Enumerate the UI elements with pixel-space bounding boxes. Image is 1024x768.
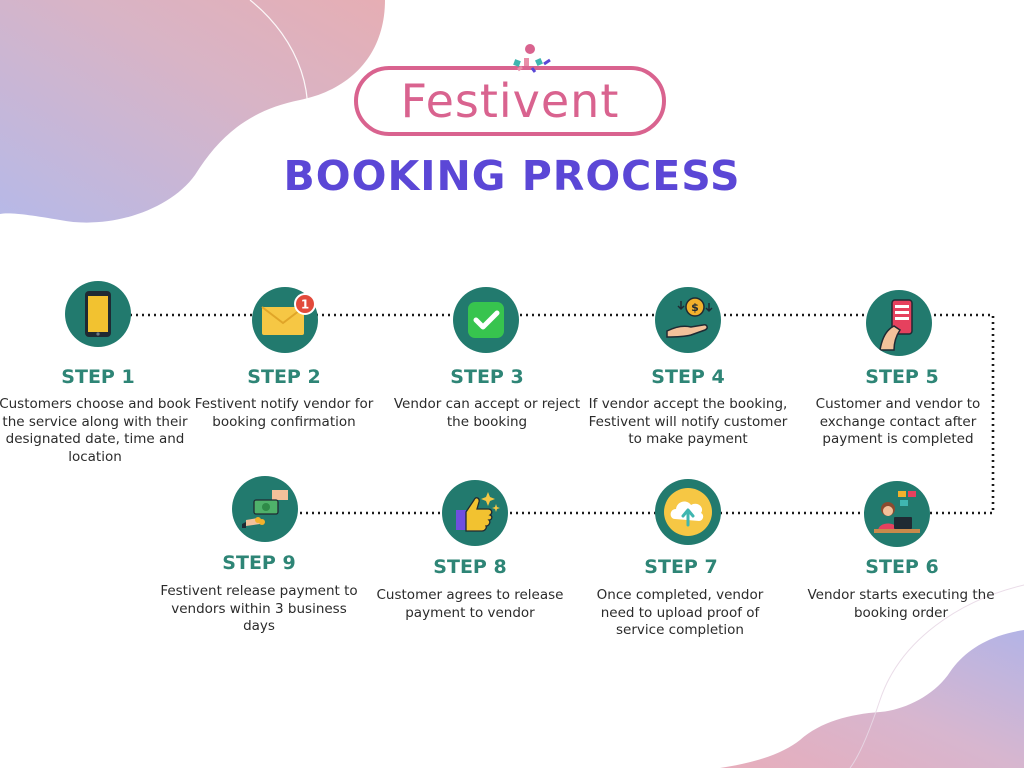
step-9-icon-circle bbox=[232, 476, 298, 542]
step-2-description: Festivent notify vendor for booking conf… bbox=[194, 396, 374, 430]
svg-text:$: $ bbox=[691, 301, 699, 314]
step-5-description: Customer and vendor to exchange contact … bbox=[815, 396, 981, 447]
step-3-description: Vendor can accept or reject the booking bbox=[393, 396, 581, 430]
step-4-icon-circle: $ bbox=[655, 287, 721, 353]
step-3-icon-circle bbox=[453, 287, 519, 353]
step-8-icon-circle bbox=[442, 480, 508, 546]
step-5-icon-circle bbox=[866, 290, 932, 356]
step-6-icon-circle bbox=[864, 481, 930, 547]
step-8-description: Customer agrees to release payment to ve… bbox=[376, 587, 564, 621]
step-9-description: Festivent release payment to vendors wit… bbox=[160, 583, 358, 634]
step-7-label: STEP 7 bbox=[644, 556, 718, 578]
notification-badge-count: 1 bbox=[301, 298, 309, 312]
step-8-label: STEP 8 bbox=[433, 556, 507, 578]
notification-badge: 1 bbox=[294, 293, 316, 315]
hand-coin-icon: $ bbox=[666, 297, 713, 338]
step-1-icon-circle bbox=[65, 281, 131, 347]
step-7-icon-circle bbox=[655, 479, 721, 545]
confetti-icon bbox=[513, 44, 551, 73]
step-1-label: STEP 1 bbox=[61, 366, 135, 388]
step-6-label: STEP 6 bbox=[865, 556, 939, 578]
step-5-label: STEP 5 bbox=[865, 366, 939, 388]
festivent-logo: Festivent bbox=[354, 66, 666, 136]
checkmark-icon bbox=[468, 302, 504, 338]
smartphone-icon bbox=[85, 291, 111, 337]
step-1-description: Customers choose and book the service al… bbox=[0, 396, 191, 465]
step-6-description: Vendor starts executing the booking orde… bbox=[807, 587, 995, 621]
page-title: BOOKING PROCESS bbox=[283, 152, 741, 200]
cloud-upload-icon bbox=[664, 488, 712, 536]
step-3-label: STEP 3 bbox=[450, 366, 524, 388]
person-at-desk-icon bbox=[874, 491, 920, 533]
hand-phone-icon bbox=[879, 299, 913, 351]
step-4-label: STEP 4 bbox=[651, 366, 725, 388]
thumbs-up-icon bbox=[456, 492, 500, 532]
step-9-label: STEP 9 bbox=[222, 552, 296, 574]
envelope-notification-icon bbox=[261, 306, 305, 335]
logo-wordmark: Festivent bbox=[400, 74, 620, 128]
step-2-label: STEP 2 bbox=[247, 366, 321, 388]
step-7-description: Once completed, vendor need to upload pr… bbox=[596, 587, 764, 638]
money-handover-icon bbox=[242, 490, 288, 528]
step-4-description: If vendor accept the booking, Festivent … bbox=[588, 396, 788, 447]
